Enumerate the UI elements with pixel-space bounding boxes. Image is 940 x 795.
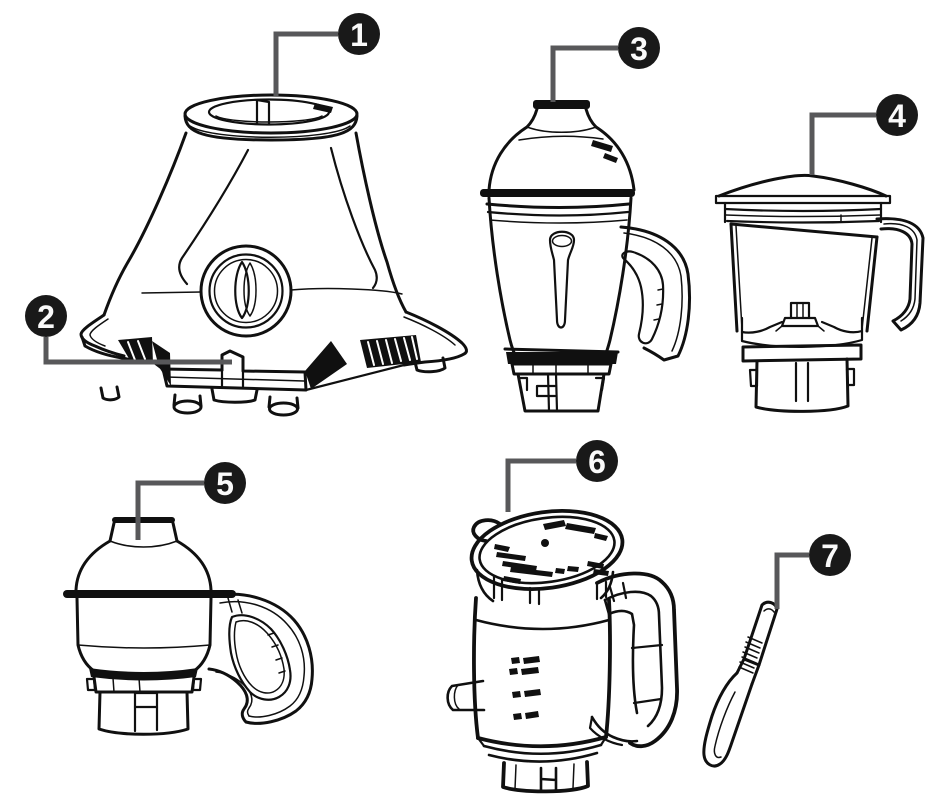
callout-7-number: 7	[821, 538, 839, 574]
transparent-jar-drawing	[714, 173, 925, 413]
jar-handle	[207, 592, 314, 725]
spatula-drawing	[702, 600, 779, 768]
leader-6	[505, 458, 576, 512]
leader-5	[135, 480, 204, 540]
motor-base-drawing	[79, 93, 468, 417]
front-clip	[220, 349, 307, 374]
callout-1-badge: 1	[338, 13, 380, 55]
callout-3-badge: 3	[618, 27, 660, 69]
leader-3	[550, 45, 618, 102]
blender-jar-drawing	[446, 509, 679, 794]
callout-1-number: 1	[350, 17, 368, 53]
leader-2	[43, 337, 232, 365]
jar-window	[548, 230, 576, 329]
callout-5-number: 5	[216, 466, 234, 502]
jar-handle	[875, 217, 925, 332]
leader-7	[774, 552, 809, 609]
callout-4-badge: 4	[876, 94, 918, 136]
lid-markings	[494, 520, 609, 584]
measurement-marks	[509, 656, 541, 720]
chutney-jar-drawing	[63, 517, 314, 736]
jar-with-dome-lid-drawing	[480, 100, 691, 413]
speed-knob	[199, 244, 293, 338]
callout-badges: 1 2 3 4 5 6 7	[25, 13, 918, 576]
callout-3-number: 3	[630, 31, 648, 67]
leader-lines	[43, 31, 876, 609]
drive-socket-detail	[255, 98, 271, 126]
jar-handle	[588, 571, 679, 749]
callout-6-number: 6	[588, 444, 606, 480]
callout-2-number: 2	[37, 299, 55, 335]
blade-assembly	[775, 301, 825, 332]
callout-6-badge: 6	[576, 440, 618, 482]
callout-5-badge: 5	[204, 462, 246, 504]
callout-7-badge: 7	[809, 534, 851, 576]
leader-1	[273, 31, 338, 96]
callout-2-badge: 2	[25, 295, 67, 337]
jar-handle	[619, 225, 691, 362]
leader-4	[809, 112, 876, 175]
callout-4-number: 4	[888, 98, 906, 134]
